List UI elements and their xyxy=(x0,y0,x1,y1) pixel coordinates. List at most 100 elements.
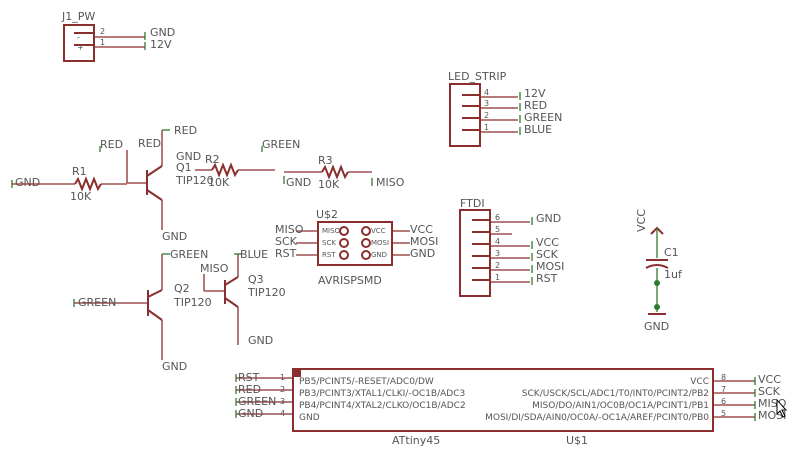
r3-name: R3 xyxy=(318,154,333,167)
mcu-net-sck: SCK xyxy=(758,385,781,398)
transistor-q1[interactable]: RED RED RED GND Q1 TIP120 xyxy=(99,124,214,243)
q1-collector-net: RED xyxy=(174,124,197,137)
mcu-pin-7: 7 xyxy=(721,385,726,394)
q2-name: Q2 xyxy=(174,282,190,295)
isp-pin-miso: MISO xyxy=(322,227,341,235)
connector-j1[interactable]: J1_PW - + 2 1 GND 12V xyxy=(61,10,175,62)
r3-value: 10K xyxy=(318,178,340,191)
r1-value: 10K xyxy=(70,190,92,203)
led-net-red: RED xyxy=(524,99,547,112)
ftdi-net-sck: SCK xyxy=(536,248,559,261)
led-pin-4: 4 xyxy=(484,88,489,97)
isp-net-mosi: MOSI xyxy=(410,235,438,248)
q1-base-net: RED xyxy=(100,138,123,151)
isp-pin-vcc: VCC xyxy=(371,227,386,235)
isp-net-vcc: VCC xyxy=(410,223,433,236)
isp-net-sck: SCK xyxy=(275,235,298,248)
led-pin-1: 1 xyxy=(484,123,489,132)
resistor-r3[interactable]: GND R3 10K MISO xyxy=(283,154,405,191)
led-net-12v: 12V xyxy=(524,87,546,100)
connector-ftdi[interactable]: FTDI 6 5 4 3 2 1 GND VCC SCK MOSI RST xyxy=(459,197,564,297)
r2-right-net: GREEN xyxy=(262,138,300,151)
mcu-label-pb1: MISO/DO/AIN1/OC0B/OC1A/PCINT1/PB1 xyxy=(532,401,709,411)
q1-value: TIP120 xyxy=(175,174,214,187)
mouse-cursor-icon xyxy=(776,398,788,418)
isp-net-gnd: GND xyxy=(410,247,435,260)
q2-base-net: GREEN xyxy=(78,296,116,309)
q1-emitter-net: GND xyxy=(162,230,187,243)
j1-net-12v: 12V xyxy=(150,38,172,51)
mcu-pin-2: 2 xyxy=(280,385,285,394)
isp-pin-sck: SCK xyxy=(322,239,336,247)
r3-left-net: GND xyxy=(286,176,311,189)
mcu-pin-6: 6 xyxy=(721,397,726,406)
mcu-label-pb3: PB3/PCINT3/XTAL1/CLKI/-OC1B/ADC3 xyxy=(299,389,465,399)
mcu-label-vcc: VCC xyxy=(690,377,709,387)
j1-name: J1_PW xyxy=(61,10,95,23)
r3-right-net: MISO xyxy=(376,176,405,189)
ftdi-net-gnd: GND xyxy=(536,212,561,225)
ftdi-body xyxy=(459,209,491,297)
mcu-body xyxy=(292,368,714,432)
isp-header-u2[interactable]: U$2 MISO SCK RST VCC MOSI GND MISO SCK R… xyxy=(275,208,438,287)
ftdi-pin-5: 5 xyxy=(495,225,500,234)
mcu-pin-4: 4 xyxy=(280,409,285,418)
q2-collector-net: GREEN xyxy=(170,248,208,261)
isp-value: AVRISPSMD xyxy=(318,274,382,287)
c1-bottom-net: GND xyxy=(644,320,669,333)
mcu-label-pb4: PB4/PCINT4/XTAL2/CLKO/OC1B/ADC2 xyxy=(299,401,466,411)
led-pin-2: 2 xyxy=(484,111,489,120)
r2-left-net: GND xyxy=(176,150,201,163)
mcu-pin-3: 3 xyxy=(280,397,285,406)
resistor-r1[interactable]: GND R1 10K xyxy=(11,165,127,203)
mcu-net-vcc: VCC xyxy=(758,373,781,386)
r2-value: 10K xyxy=(208,176,230,189)
isp-net-rst: RST xyxy=(275,247,297,260)
resistor-r2[interactable]: GND R2 10K GREEN xyxy=(176,138,300,189)
mcu-net-red: RED xyxy=(238,383,261,396)
ftdi-net-mosi: MOSI xyxy=(536,260,564,273)
isp-name: U$2 xyxy=(316,208,338,221)
q1-name: Q1 xyxy=(176,161,192,174)
r1-left-net: GND xyxy=(15,176,40,189)
mcu-net-green: GREEN xyxy=(238,395,276,408)
ftdi-pin-2: 2 xyxy=(495,261,500,270)
ftdi-net-vcc: VCC xyxy=(536,236,559,249)
led-strip-name: LED_STRIP xyxy=(448,70,507,83)
ftdi-name: FTDI xyxy=(460,197,485,210)
mcu-pin-8: 8 xyxy=(721,373,726,382)
mcu-label-pb5: PB5/PCINT5/-RESET/ADC0/DW xyxy=(299,377,434,387)
isp-net-miso: MISO xyxy=(275,223,304,236)
r1-name: R1 xyxy=(72,165,87,178)
ftdi-pin-3: 3 xyxy=(495,249,500,258)
q2-value: TIP120 xyxy=(173,296,212,309)
isp-pin-mosi: MOSI xyxy=(371,239,389,247)
ftdi-net-rst: RST xyxy=(536,272,558,285)
led-net-green: GREEN xyxy=(524,111,562,124)
j1-net-gnd: GND xyxy=(150,26,175,39)
q3-collector-net: BLUE xyxy=(240,248,268,261)
connector-led-strip[interactable]: LED_STRIP 4 3 2 1 12V RED GREEN BLUE xyxy=(448,70,562,147)
mcu-net-rst: RST xyxy=(238,371,260,384)
q3-value: TIP120 xyxy=(247,286,286,299)
j1-body xyxy=(63,24,95,62)
transistor-q2[interactable]: GREEN GREEN Q2 TIP120 GND xyxy=(73,248,212,373)
mcu-label-gnd: GND xyxy=(299,413,320,423)
mcu-pin-1: 1 xyxy=(280,373,285,382)
capacitor-c1[interactable]: VCC C1 1uf GND xyxy=(635,209,683,333)
c1-name: C1 xyxy=(664,246,679,259)
ftdi-pin-4: 4 xyxy=(495,237,500,246)
mcu-label-pb2: SCK/USCK/SCL/ADC1/T0/INT0/PCINT2/PB2 xyxy=(522,389,709,399)
c1-top-net: VCC xyxy=(635,209,648,232)
mcu-u1-attiny45[interactable]: RST RED GREEN GND 1 2 3 4 PB5/PCINT5/-RE… xyxy=(235,368,787,447)
mcu-name: U$1 xyxy=(566,434,588,447)
isp-pin-rst: RST xyxy=(322,251,336,259)
q2-emitter-net: GND xyxy=(162,360,187,373)
isp-pin-gnd: GND xyxy=(371,251,387,259)
ftdi-pin-6: 6 xyxy=(495,213,500,222)
j1-minus: - xyxy=(77,33,80,42)
c1-value: 1uf xyxy=(664,268,683,281)
ftdi-pin-1: 1 xyxy=(495,273,500,282)
transistor-q3[interactable]: MISO BLUE Q3 TIP120 GND xyxy=(200,248,286,347)
